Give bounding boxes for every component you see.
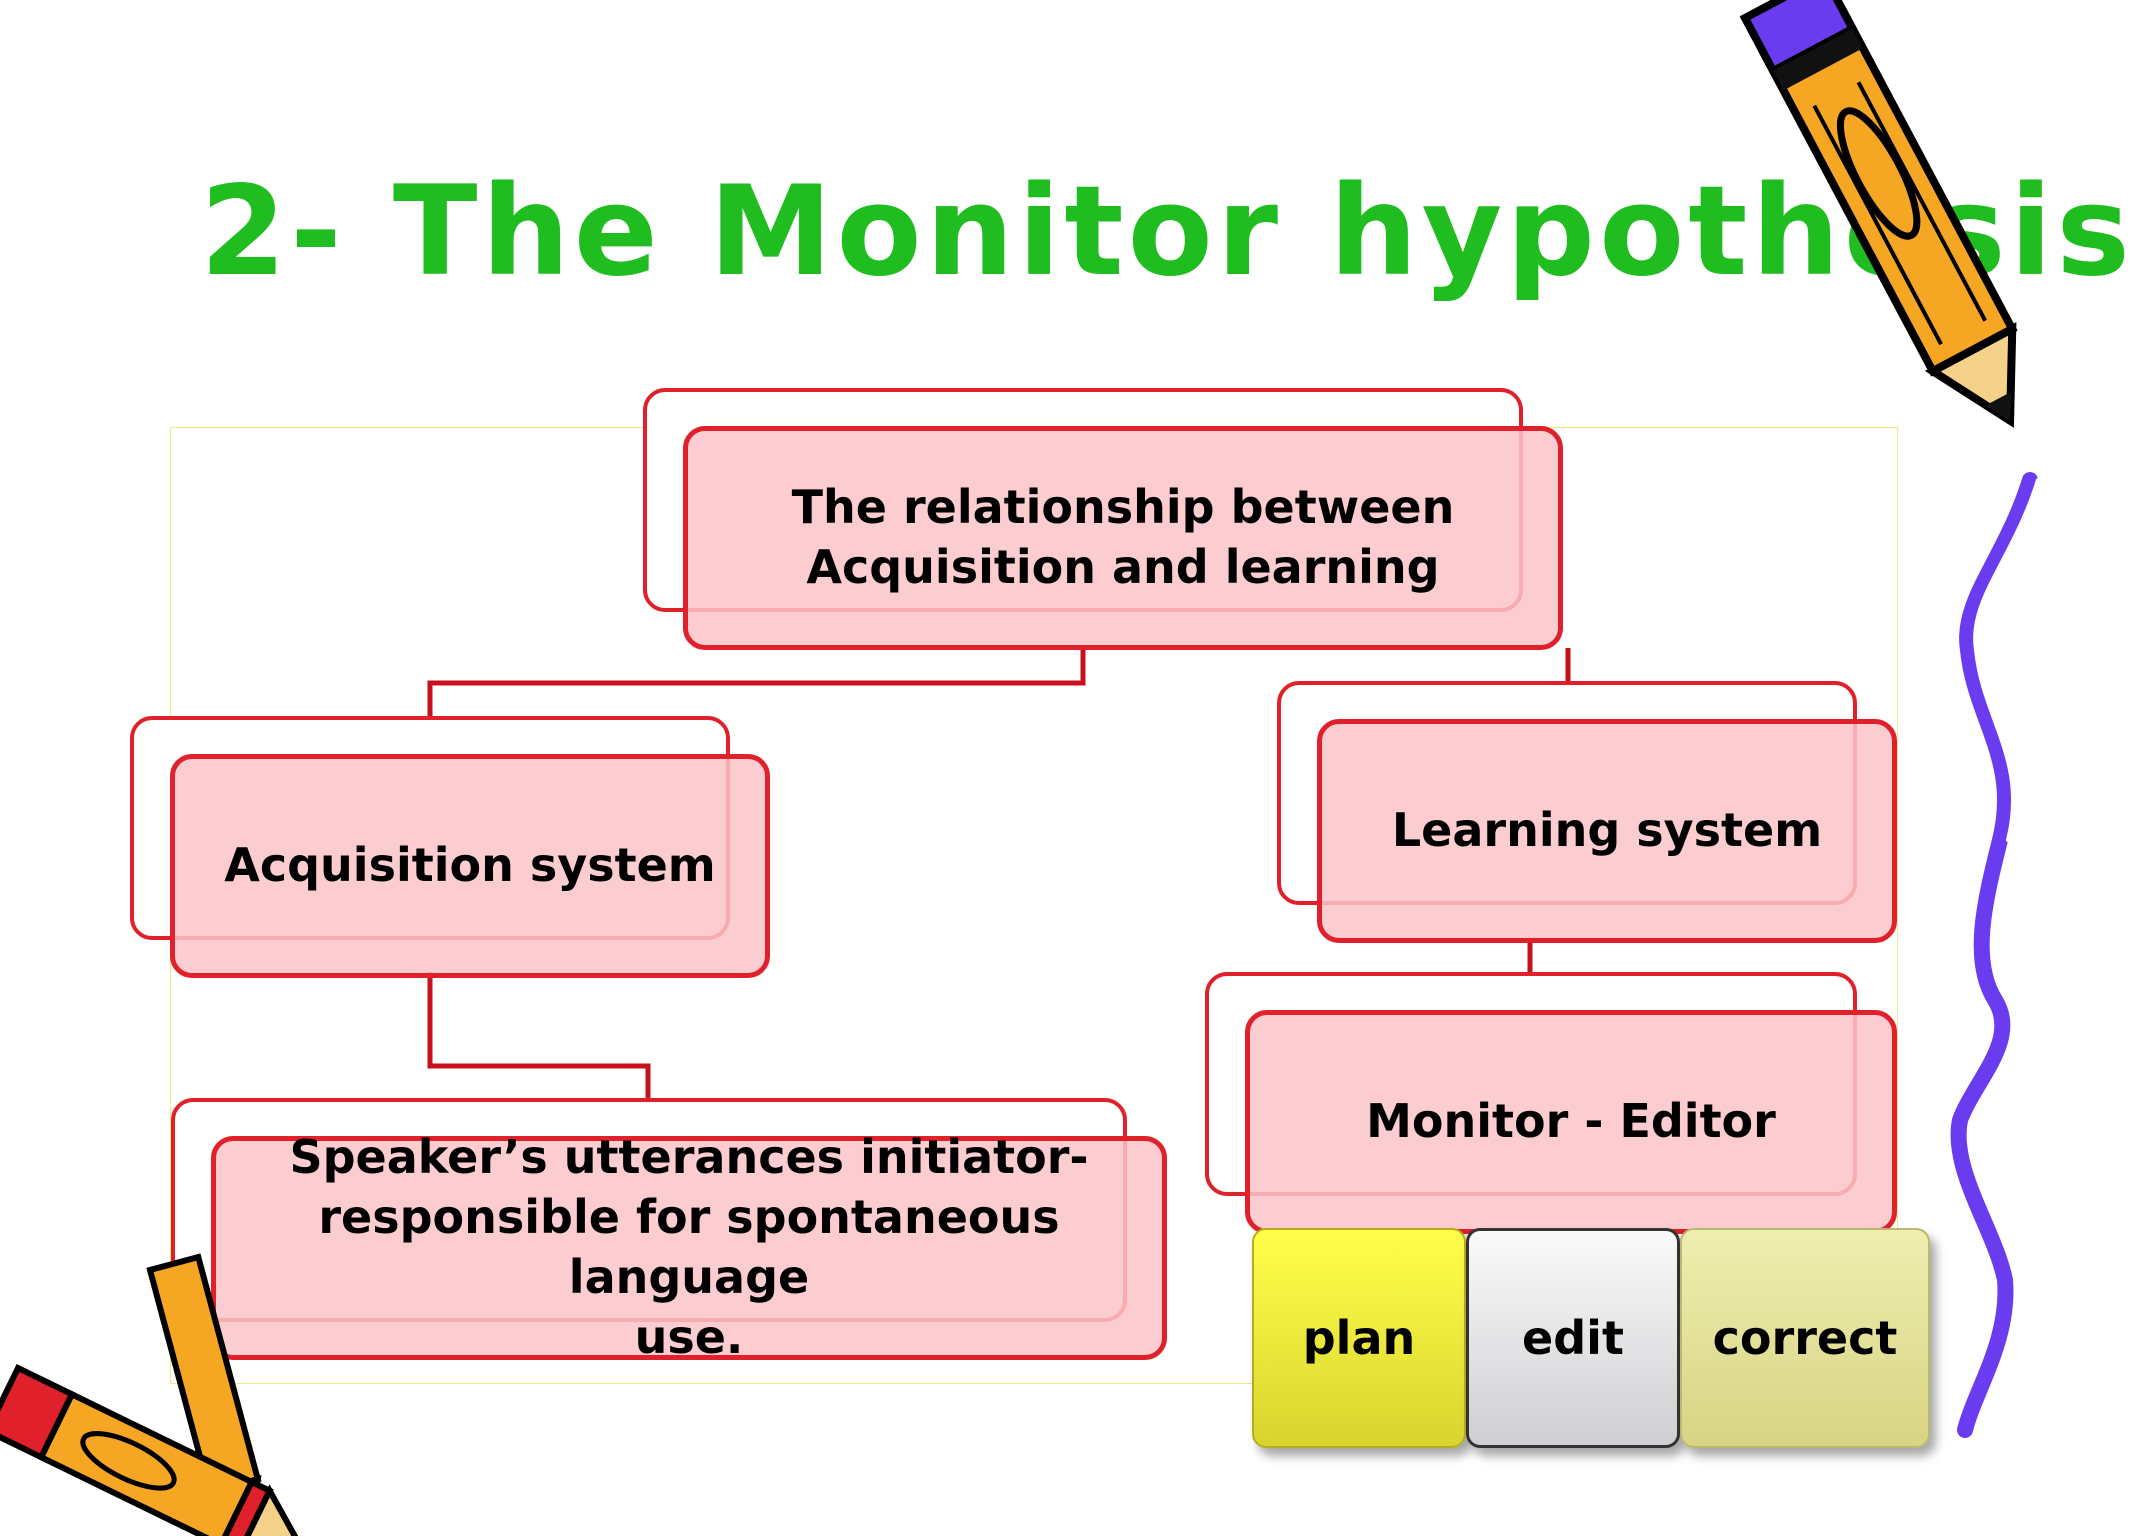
root-line-2: Acquisition and learning bbox=[806, 540, 1440, 594]
step-edit: edit bbox=[1466, 1228, 1680, 1448]
utterance-line-2: responsible for spontaneous language bbox=[318, 1190, 1060, 1304]
utterance-line-1: Speaker’s utterances initiator- bbox=[289, 1130, 1089, 1185]
connector-acquisition-utterance bbox=[427, 972, 651, 1098]
step-correct: correct bbox=[1680, 1228, 1930, 1448]
connector-root-acquisition bbox=[427, 648, 1086, 716]
root-line-1: The relationship between bbox=[791, 480, 1455, 535]
pencil-icon bbox=[0, 1253, 304, 1536]
learning-label: Learning system bbox=[1391, 803, 1823, 858]
step-plan: plan bbox=[1252, 1228, 1466, 1448]
pencil-icon bbox=[1739, 0, 2018, 428]
monitor-label: Monitor - Editor bbox=[1366, 1094, 1776, 1149]
ribbon-decoration bbox=[1950, 472, 2040, 1438]
utterance-line-3: use. bbox=[634, 1309, 744, 1364]
acquisition-label: Acquisition system bbox=[224, 838, 716, 893]
